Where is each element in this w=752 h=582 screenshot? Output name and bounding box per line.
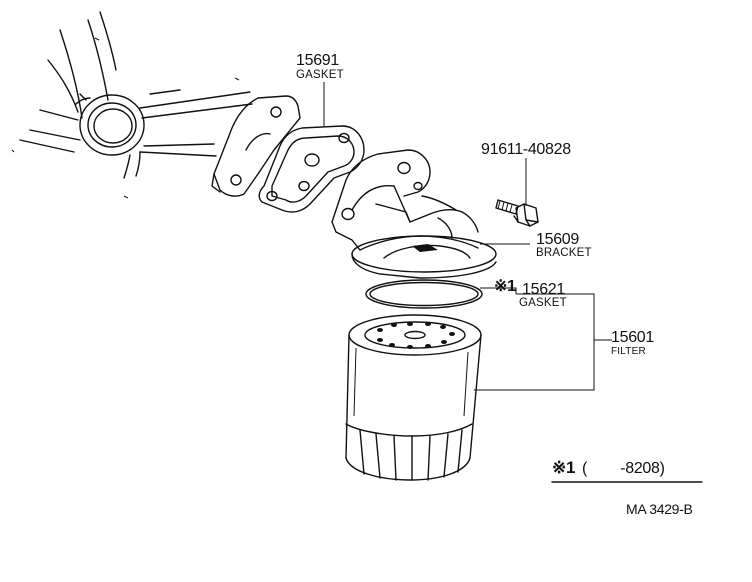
part-name-gasket-15621: GASKET <box>519 297 567 309</box>
note-mark-15621: ※1 <box>494 278 516 295</box>
part-name-gasket-15691: GASKET <box>296 69 344 81</box>
part-number-91611-40828: 91611-40828 <box>481 141 571 158</box>
part-number-15609: 15609 <box>536 231 579 248</box>
bolt-shape <box>495 199 539 227</box>
leader-lines <box>323 82 703 483</box>
part-number-15601: 15601 <box>611 329 654 346</box>
diagram-code: MA 3429-B <box>626 501 693 517</box>
part-number-15621: 15621 <box>522 281 565 298</box>
footnote-mark: ※1 <box>552 458 575 477</box>
filter-bracket-shape <box>331 149 497 279</box>
oil-filter-shape <box>345 314 482 481</box>
part-number-15691: 15691 <box>296 52 339 69</box>
mounting-gasket-shape <box>258 125 365 213</box>
o-ring-gasket-shape <box>365 279 483 309</box>
engine-block-casting <box>11 11 301 199</box>
part-name-filter-15601: FILTER <box>611 346 646 357</box>
part-name-bracket-15609: BRACKET <box>536 247 592 259</box>
footnote-range: ( -8208) <box>582 460 665 477</box>
